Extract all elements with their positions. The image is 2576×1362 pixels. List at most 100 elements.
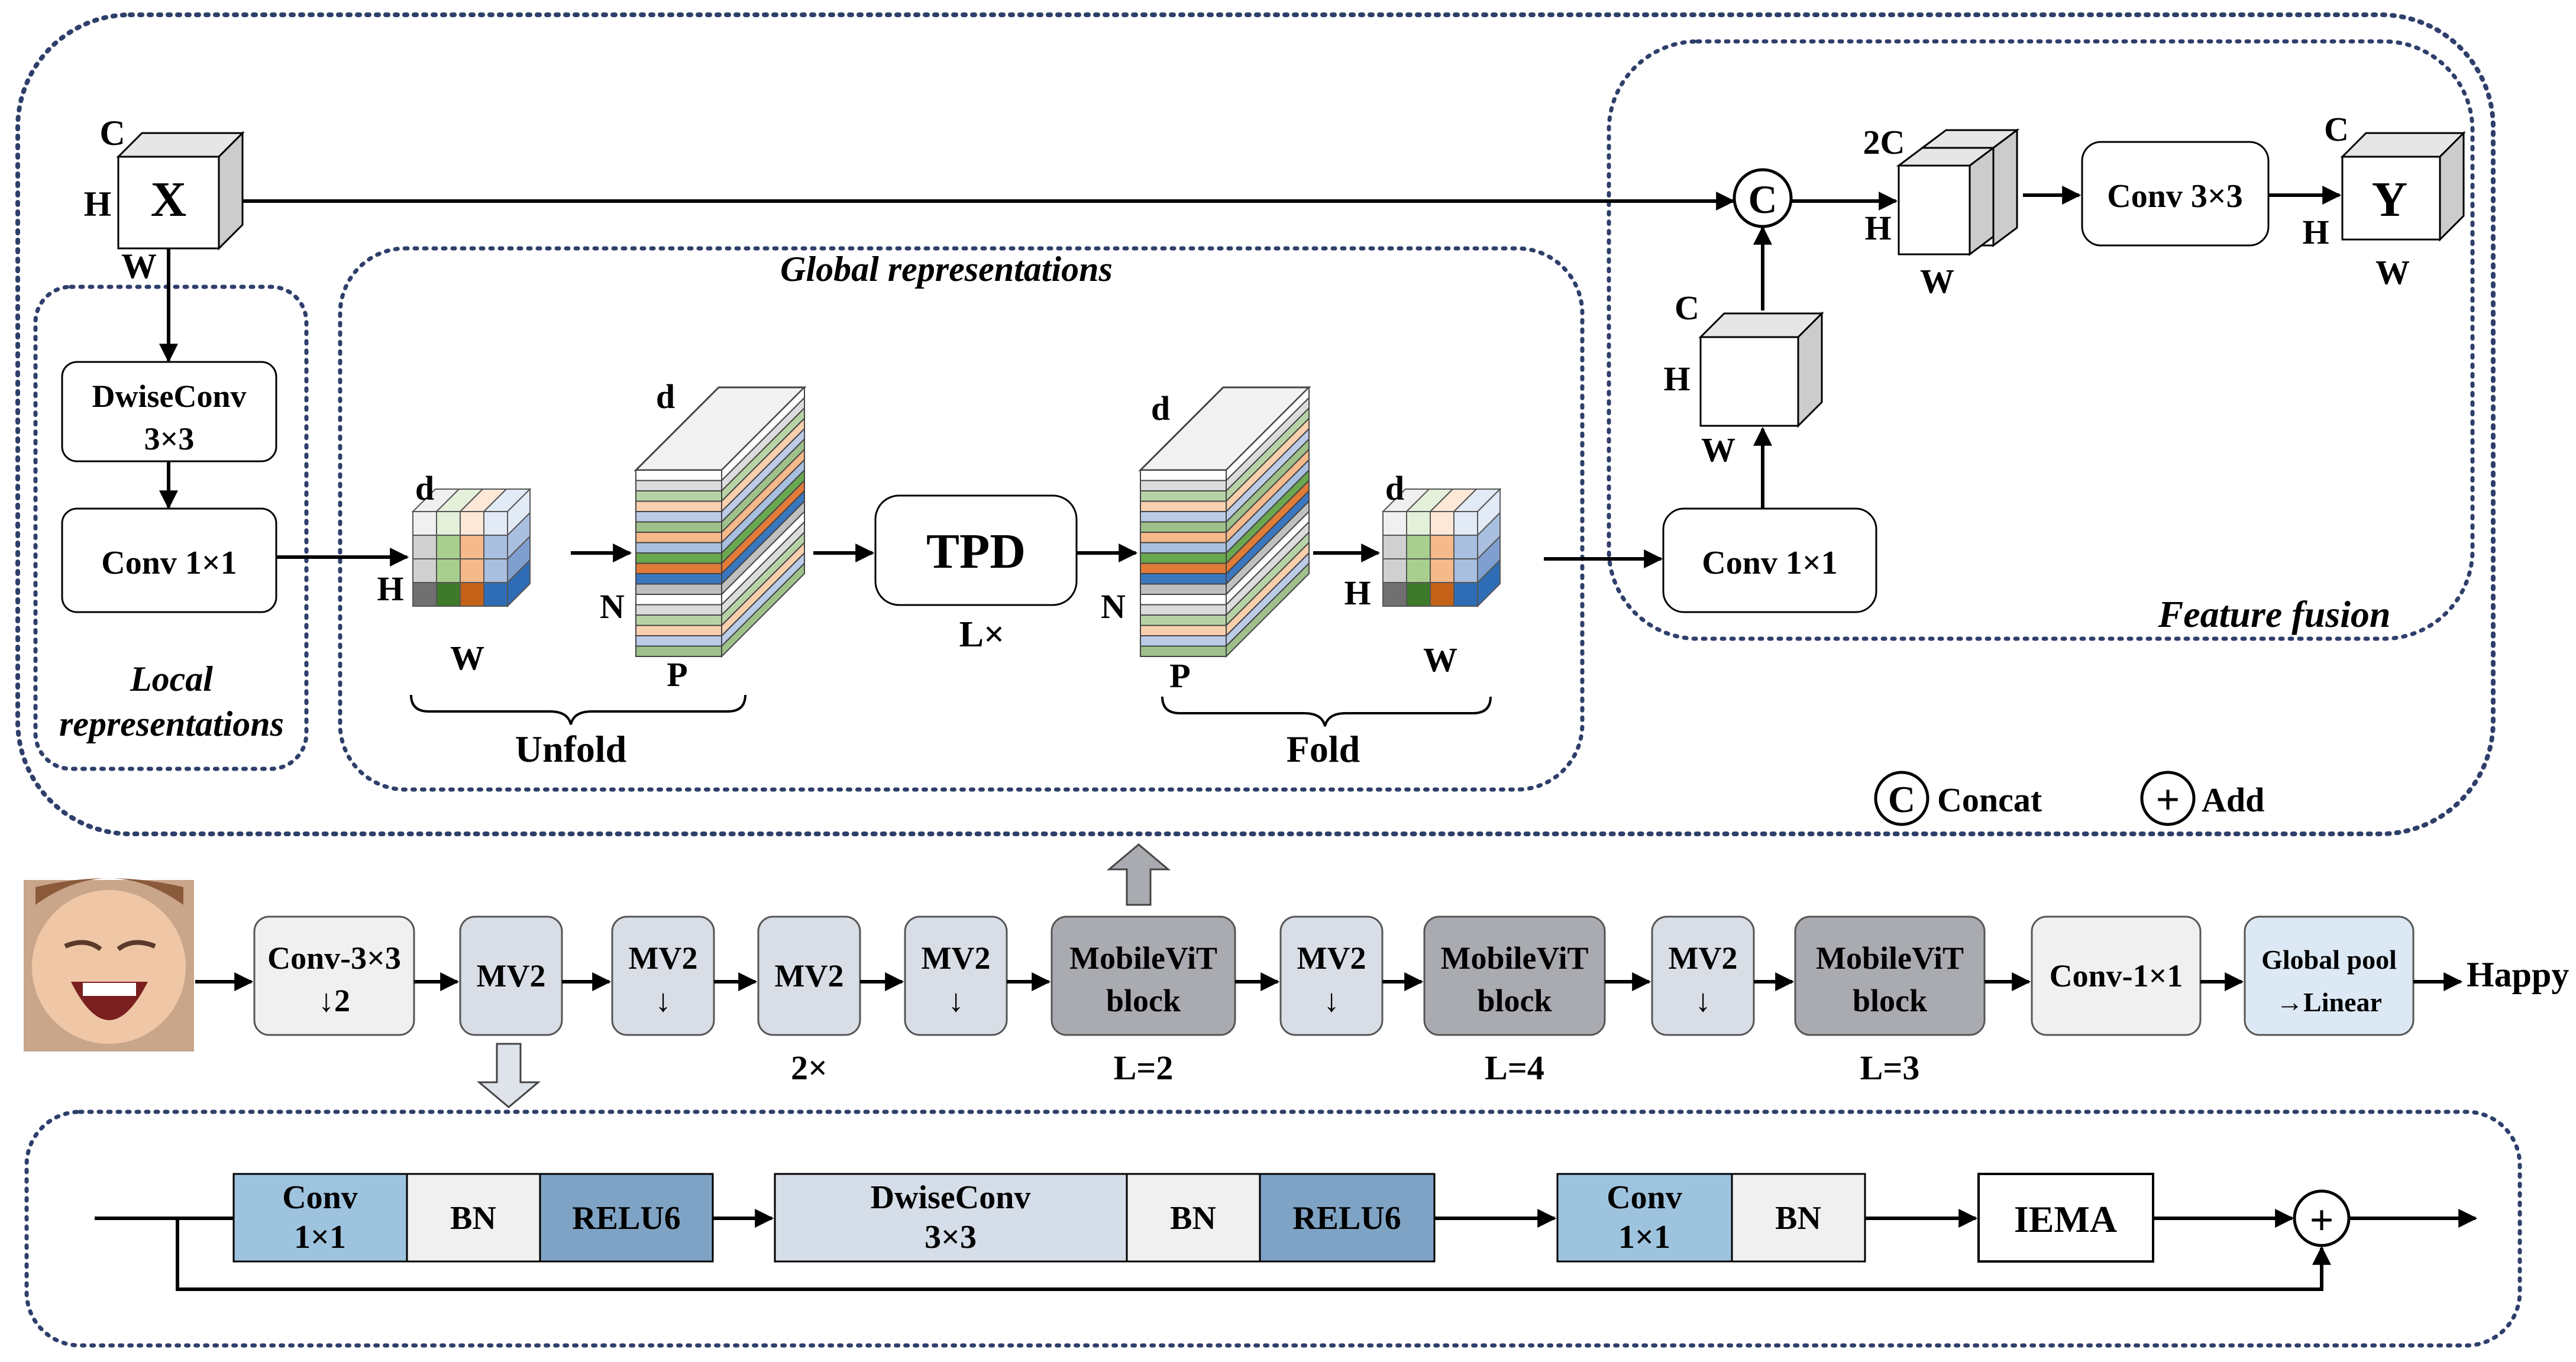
fold-stack-d-label: d — [1151, 389, 1170, 428]
pipeline-block-5-label-2: ↓ — [948, 983, 964, 1018]
pipeline-block-2-label-1: MV2 — [477, 958, 546, 994]
fold-stack-p-label: P — [1169, 656, 1190, 695]
pipeline-block-1 — [253, 915, 415, 1036]
input-tensor-x: X C H W — [84, 114, 245, 286]
mv2-bn1-label: BN — [450, 1200, 496, 1237]
mv2-detail-region — [24, 1109, 2522, 1348]
mv2-iema-box — [1977, 1173, 2154, 1263]
mv2-bn2-label: BN — [1170, 1200, 1216, 1237]
pipeline-block-5-label-1: MV2 — [922, 940, 991, 976]
fold-stack-n-label: N — [1101, 587, 1126, 626]
mv2-conv2-label-1: Conv — [1607, 1179, 1682, 1216]
concat-tensor-h-label: H — [1864, 209, 1891, 247]
pipeline-block-8-label-2: block — [1477, 983, 1552, 1018]
unfold-cube-d-label: d — [415, 469, 434, 507]
mv2-dwise-label-1: DwiseConv — [871, 1179, 1031, 1216]
tensor-x-w-label: W — [121, 247, 157, 286]
local-conv1x1-box — [61, 507, 277, 613]
expand-up-arrow — [1106, 843, 1171, 906]
mv2-dwise-label-2: 3×3 — [925, 1219, 977, 1256]
tpd-label: TPD — [926, 524, 1026, 579]
unfold-stack-d-label: d — [656, 377, 675, 416]
mv2-residual-line — [176, 1218, 2331, 1291]
pipeline-block-7 — [1279, 915, 1384, 1036]
tpd-box — [874, 494, 1078, 606]
legend-concat-icon — [1874, 771, 1929, 826]
tensor-y-name: Y — [2372, 172, 2408, 227]
fold-output-cube — [1381, 487, 1502, 608]
mv2-dwise-cell — [774, 1173, 1128, 1263]
unfold-stack-p-label: P — [667, 655, 687, 694]
unfold-label: Unfold — [515, 728, 627, 770]
fusion-mid-w-label: W — [1701, 431, 1735, 469]
fusion-mid-tensor — [1698, 311, 1824, 428]
mv2-bn1-cell — [406, 1173, 541, 1263]
mv2-relu2-cell — [1259, 1173, 1436, 1263]
local-representations-title-1: Local — [130, 659, 213, 698]
feature-fusion-region — [1607, 39, 2475, 641]
pipeline-block-4-repeat-label: 2× — [791, 1049, 828, 1087]
legend-add-symbol: + — [2155, 776, 2180, 823]
input-face-image — [24, 878, 194, 1052]
local-conv1x1-label: Conv 1×1 — [101, 545, 237, 581]
mv2-iema-label: IEMA — [2014, 1198, 2117, 1240]
fusion-conv1x1-label: Conv 1×1 — [1702, 545, 1838, 581]
mv2-conv1-label-1: Conv — [282, 1179, 358, 1216]
pipeline-block-11-label-1: Conv-1×1 — [2050, 958, 2183, 994]
pipeline-block-1-label-2: ↓2 — [318, 983, 350, 1018]
global-representations-title: Global representations — [780, 250, 1113, 289]
mv2-bn3-label: BN — [1775, 1200, 1821, 1237]
legend-concat-symbol: C — [1888, 778, 1915, 820]
unfold-patch-stack — [634, 386, 807, 658]
fusion-conv1x1-box — [1662, 507, 1877, 613]
tensor-y-w-label: W — [2375, 253, 2410, 292]
concat-operator — [1733, 168, 1793, 228]
unfold-cube-h-label: H — [377, 570, 403, 608]
output-tensor-y — [2340, 131, 2466, 242]
pipeline-output-label: Happy — [2467, 955, 2569, 994]
pipeline-block-4 — [757, 915, 861, 1036]
fold-cube-d-label: d — [1385, 469, 1404, 507]
mv2-conv2-label-2: 1×1 — [1618, 1219, 1670, 1256]
pipeline-block-1-label-1: Conv-3×3 — [267, 940, 401, 976]
fusion-mid-c-label: C — [1675, 289, 1699, 327]
feature-fusion-title: Feature fusion — [2158, 593, 2391, 635]
legend-add-icon — [2140, 771, 2196, 826]
pipeline-block-8-repeat-label: L=4 — [1485, 1049, 1544, 1087]
fold-cube-w-label: W — [1423, 640, 1457, 679]
pipeline-block-3-label-2: ↓ — [655, 983, 671, 1018]
global-representations-region — [338, 246, 1585, 792]
mv2-relu1-cell — [539, 1173, 714, 1263]
pipeline-block-9-label-2: ↓ — [1695, 983, 1711, 1018]
pipeline-block-2 — [459, 915, 563, 1036]
dwiseconv-label-2: 3×3 — [144, 421, 195, 457]
legend-add-label: Add — [2202, 781, 2264, 819]
pipeline-block-7-label-2: ↓ — [1324, 983, 1340, 1018]
pipeline-block-7-label-1: MV2 — [1297, 940, 1366, 976]
local-representations-title-2: representations — [59, 704, 284, 743]
mv2-conv1-label-2: 1×1 — [294, 1219, 346, 1256]
tpd-repeat-label: L× — [959, 614, 1005, 655]
fold-brace — [1161, 696, 1492, 727]
unfold-stack-n-label: N — [600, 587, 625, 626]
tensor-x-name: X — [151, 172, 187, 227]
fold-label: Fold — [1287, 728, 1360, 770]
pipeline-block-10-label-2: block — [1853, 983, 1927, 1018]
pipeline-block-10-repeat-label: L=3 — [1860, 1049, 1920, 1087]
pipeline-block-9 — [1651, 915, 1755, 1036]
mv2-relu2-label: RELU6 — [1292, 1200, 1401, 1237]
concat-tensor-2c — [1896, 128, 2020, 256]
pipeline-block-11 — [2031, 915, 2202, 1036]
concat-tensor-w-label: W — [1920, 262, 1954, 300]
tensor-y-h-label: H — [2302, 213, 2329, 251]
pipeline-block-6-label-1: MobileViT — [1069, 940, 1217, 976]
unfold-brace — [410, 694, 746, 725]
local-representations-region — [33, 284, 309, 771]
pipeline-block-10 — [1794, 915, 1986, 1036]
pipeline-block-12-label-1: Global pool — [2261, 944, 2397, 975]
tensor-x-h-label: H — [84, 185, 112, 224]
concat-operator-symbol: C — [1748, 177, 1777, 222]
mv2-bn2-cell — [1126, 1173, 1261, 1263]
